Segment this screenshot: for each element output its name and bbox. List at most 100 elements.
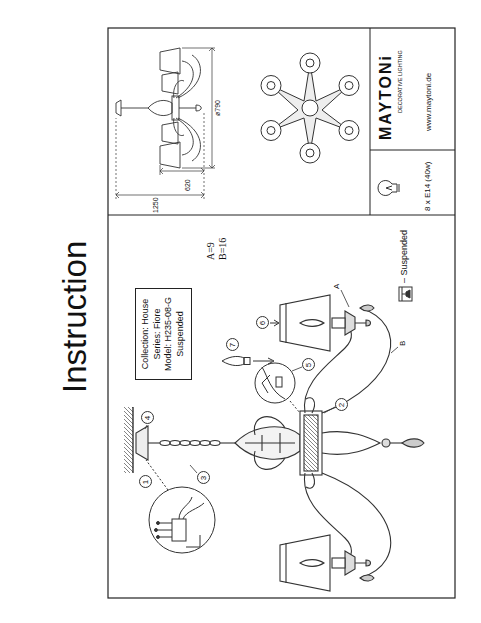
dimension: 620 [184,179,192,191]
model-info-line: Suspended [175,297,187,371]
wiring-detail [146,460,215,553]
drawing-stroke [267,127,275,135]
panel-divider [370,28,371,215]
drawing-stroke [261,76,281,96]
drawing-stroke [262,367,285,399]
part-letter: A [333,284,342,289]
drawing-stroke [116,118,117,199]
drawing-stroke [210,441,220,446]
drawing-stroke [391,347,398,353]
drawing-stroke [300,53,320,73]
drawing-stroke [179,497,204,519]
drawing-stroke [160,48,180,168]
drawing-stroke [268,358,274,364]
brand-logo: MAYTONi [377,54,395,140]
drawing-stroke [186,535,200,547]
drawing-stroke [136,426,148,460]
model-info-line: Model: H235-08-G [163,297,175,371]
drawing-stroke [386,186,392,190]
suspended-icon [399,287,412,301]
drawing-stroke [121,108,148,109]
sheet-frame [108,28,455,598]
dimension-lines [116,48,215,199]
chandelier [136,411,424,475]
drawing-stroke [212,48,213,168]
drawing-stroke [261,121,281,141]
bulb-spec: 8 x E14 (40w) [424,162,433,211]
right-arm [280,295,391,413]
drawing-stroke [382,439,390,447]
side-view [116,48,201,168]
drawing-stroke [304,415,318,471]
drawing-stroke [220,442,235,443]
drawing-stroke [148,100,172,115]
model-info-line: Collection: House [140,297,152,371]
drawing-stroke [172,96,179,120]
drawing-stroke [222,356,244,365]
drawing-stroke [345,127,353,135]
drawing-stroke [255,363,295,403]
sheet-title: Instruction [56,241,94,393]
callout-number: 5 [302,359,315,372]
left-arm [280,473,391,591]
drawing-stroke [190,441,200,446]
drawing-stroke [341,290,349,307]
panel-divider [370,150,455,151]
part-letter: B [399,341,408,346]
dimension: ø790 [214,100,222,116]
drawing-stroke [182,48,215,49]
drawing-stroke [180,441,190,446]
drawing-stroke [302,100,318,116]
drawing-stroke [245,433,295,453]
ceiling-line [132,407,133,473]
drawing-stroke [172,519,186,541]
drawing-stroke [116,195,204,196]
drawing-stroke [300,411,322,475]
drawing-stroke [178,55,200,161]
drawing-stroke [262,375,270,393]
leader-lines [145,290,398,473]
ceiling-hatch [124,407,133,473]
parameter-value: B=16 [217,238,228,260]
drawing-stroke [402,439,424,447]
drawing-stroke [182,168,215,169]
drawing-stroke [399,287,412,301]
website: www.maytoni.de [425,73,434,131]
drawing-stroke [158,523,172,537]
drawing-stroke [244,358,250,365]
drawing-stroke [271,63,349,153]
drawing-stroke [190,465,197,473]
bulb-icon [378,181,399,196]
drawing-stroke [160,171,204,172]
drawing-stroke [399,184,400,192]
model-info-box: Collection: HouseSeries: FioreModel: H23… [135,288,192,380]
drawing-stroke [300,143,320,163]
panel-divider [108,215,455,216]
callout-number: 4 [141,412,154,425]
drawing-stroke [292,367,302,371]
drawing-stroke [148,442,160,443]
drawing-stroke [170,441,180,446]
drawing-stroke [339,121,359,141]
drawing-stroke [276,377,282,387]
parameter-value: A=9 [205,242,216,260]
dimension: 1250 [152,197,160,213]
mount-type: – Suspended [400,230,410,283]
drawing-stroke [253,361,272,362]
drawing-stroke [306,59,314,67]
drawing-stroke [116,48,215,198]
drawing-stroke [157,522,160,525]
brand-tagline: DECORATIVE LIGHTING [397,50,403,113]
drawing-stroke [339,76,359,96]
callout-number: 3 [197,472,210,485]
drawing-stroke [155,529,158,532]
drawing-stroke [116,100,121,116]
candle-bulb [222,356,274,365]
drawing-stroke [160,441,170,446]
drawing-stroke [390,442,402,443]
top-view [261,53,359,163]
drawing-stroke [306,149,314,157]
arrow [270,320,279,326]
drawing-stroke [322,432,380,455]
